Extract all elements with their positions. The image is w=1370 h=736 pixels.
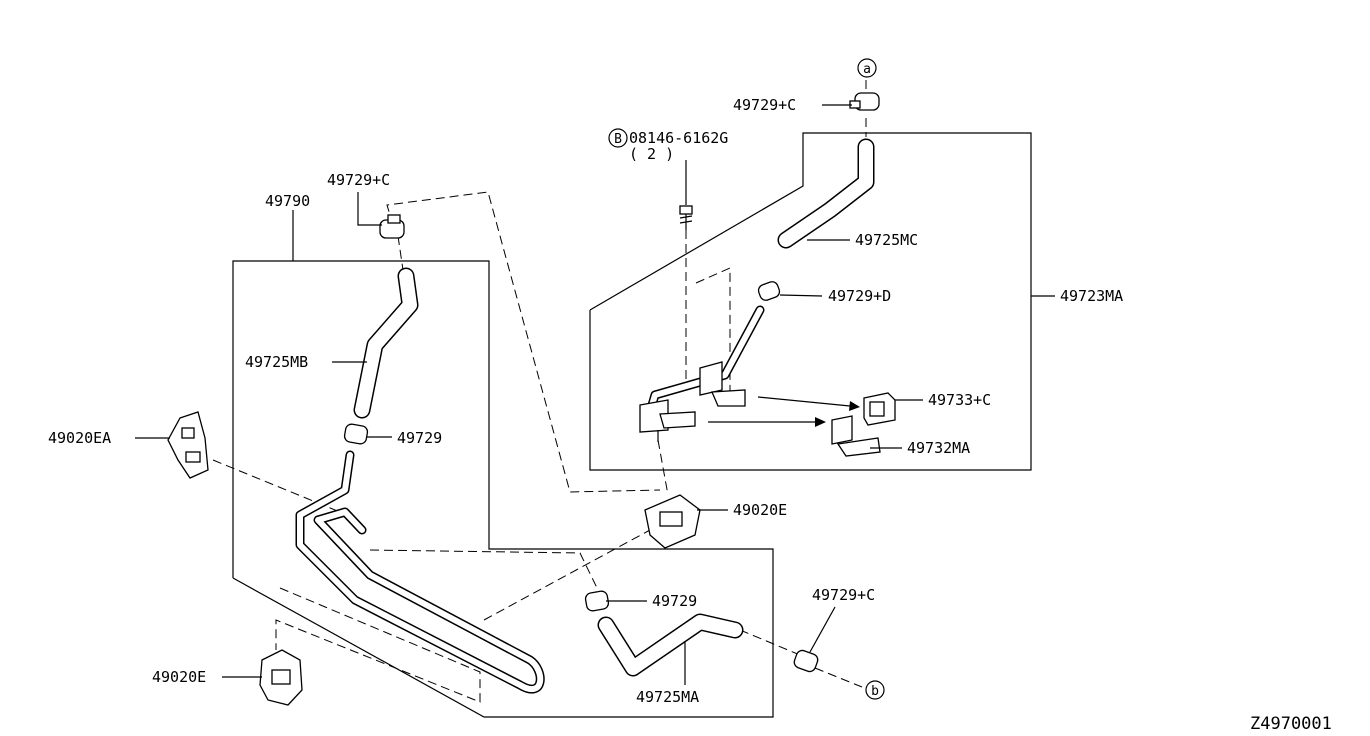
label-49729-upper: 49729 — [397, 429, 442, 447]
hose-clamp-49729-c-right — [793, 649, 819, 673]
bracket-icon — [644, 494, 701, 549]
label-49020e-mid: 49020E — [733, 501, 787, 519]
bracket-49020e-bottom — [259, 649, 303, 706]
ref-b-text: b — [871, 684, 879, 699]
label-49729-lower: 49729 — [652, 592, 697, 610]
part-labels: 49729+C 08146-6162G ( 2 ) 49725MC 49729+… — [48, 96, 1332, 734]
hose-icon — [353, 138, 875, 677]
hose-clamp-49729-upper — [343, 423, 369, 445]
label-49729-d: 49729+D — [828, 287, 891, 305]
label-49725mc: 49725MC — [855, 231, 918, 249]
label-49725ma: 49725MA — [636, 688, 699, 706]
bolt-b-text: B — [614, 132, 622, 147]
label-49729-c-top: 49729+C — [733, 96, 796, 114]
bracket-49732ma — [831, 415, 881, 457]
label-49723ma: 49723MA — [1060, 287, 1123, 305]
hose-clamp-icon — [849, 92, 880, 111]
ref-circle-b: b — [865, 680, 885, 700]
hose-clamp-icon — [793, 649, 819, 673]
hose-clamp-49729-lower — [584, 590, 610, 612]
label-bolt-qty: ( 2 ) — [629, 145, 674, 163]
label-49020e-bottom: 49020E — [152, 668, 206, 686]
label-49732ma: 49732MA — [907, 439, 970, 457]
hose-clamp-icon — [584, 590, 610, 612]
hose-clamp-49729-d — [757, 281, 781, 301]
bolt-icon — [679, 205, 693, 230]
hose-clamp-icon — [343, 423, 369, 445]
bracket-icon — [167, 411, 209, 479]
label-49729-c-right: 49729+C — [812, 586, 875, 604]
arrows — [708, 396, 860, 427]
hose-clamp-49729-c-left — [379, 214, 405, 239]
bolt-08146-6162g — [679, 205, 693, 230]
label-49729-c-left: 49729+C — [327, 171, 390, 189]
diagram-id: Z4970001 — [1250, 714, 1332, 734]
bracket-49020ea — [167, 411, 209, 479]
grommet-icon — [863, 392, 896, 426]
grommet-49733-c — [863, 392, 896, 426]
hose-clamp-icon — [757, 281, 781, 301]
bracket-icon — [831, 415, 881, 457]
leader-lines — [135, 104, 1055, 685]
label-49790: 49790 — [265, 192, 310, 210]
dashed-reference-lines — [212, 80, 867, 703]
hose-clamp-top — [849, 92, 880, 111]
bracket-icon — [259, 649, 303, 706]
ref-circle-a: a — [857, 58, 877, 78]
tube-icon — [295, 305, 765, 694]
label-49020ea: 49020EA — [48, 429, 111, 447]
bolt-b-marker: B — [608, 128, 628, 148]
label-bolt-part: 08146-6162G — [629, 129, 728, 147]
bracket-icon — [639, 361, 746, 442]
label-49725mb: 49725MB — [245, 353, 308, 371]
bracket-49020e-mid — [644, 494, 701, 549]
ref-a-text: a — [863, 62, 871, 77]
assembly-boundaries — [232, 132, 1032, 718]
hose-clamp-icon — [379, 214, 405, 239]
label-49733-c: 49733+C — [928, 391, 991, 409]
